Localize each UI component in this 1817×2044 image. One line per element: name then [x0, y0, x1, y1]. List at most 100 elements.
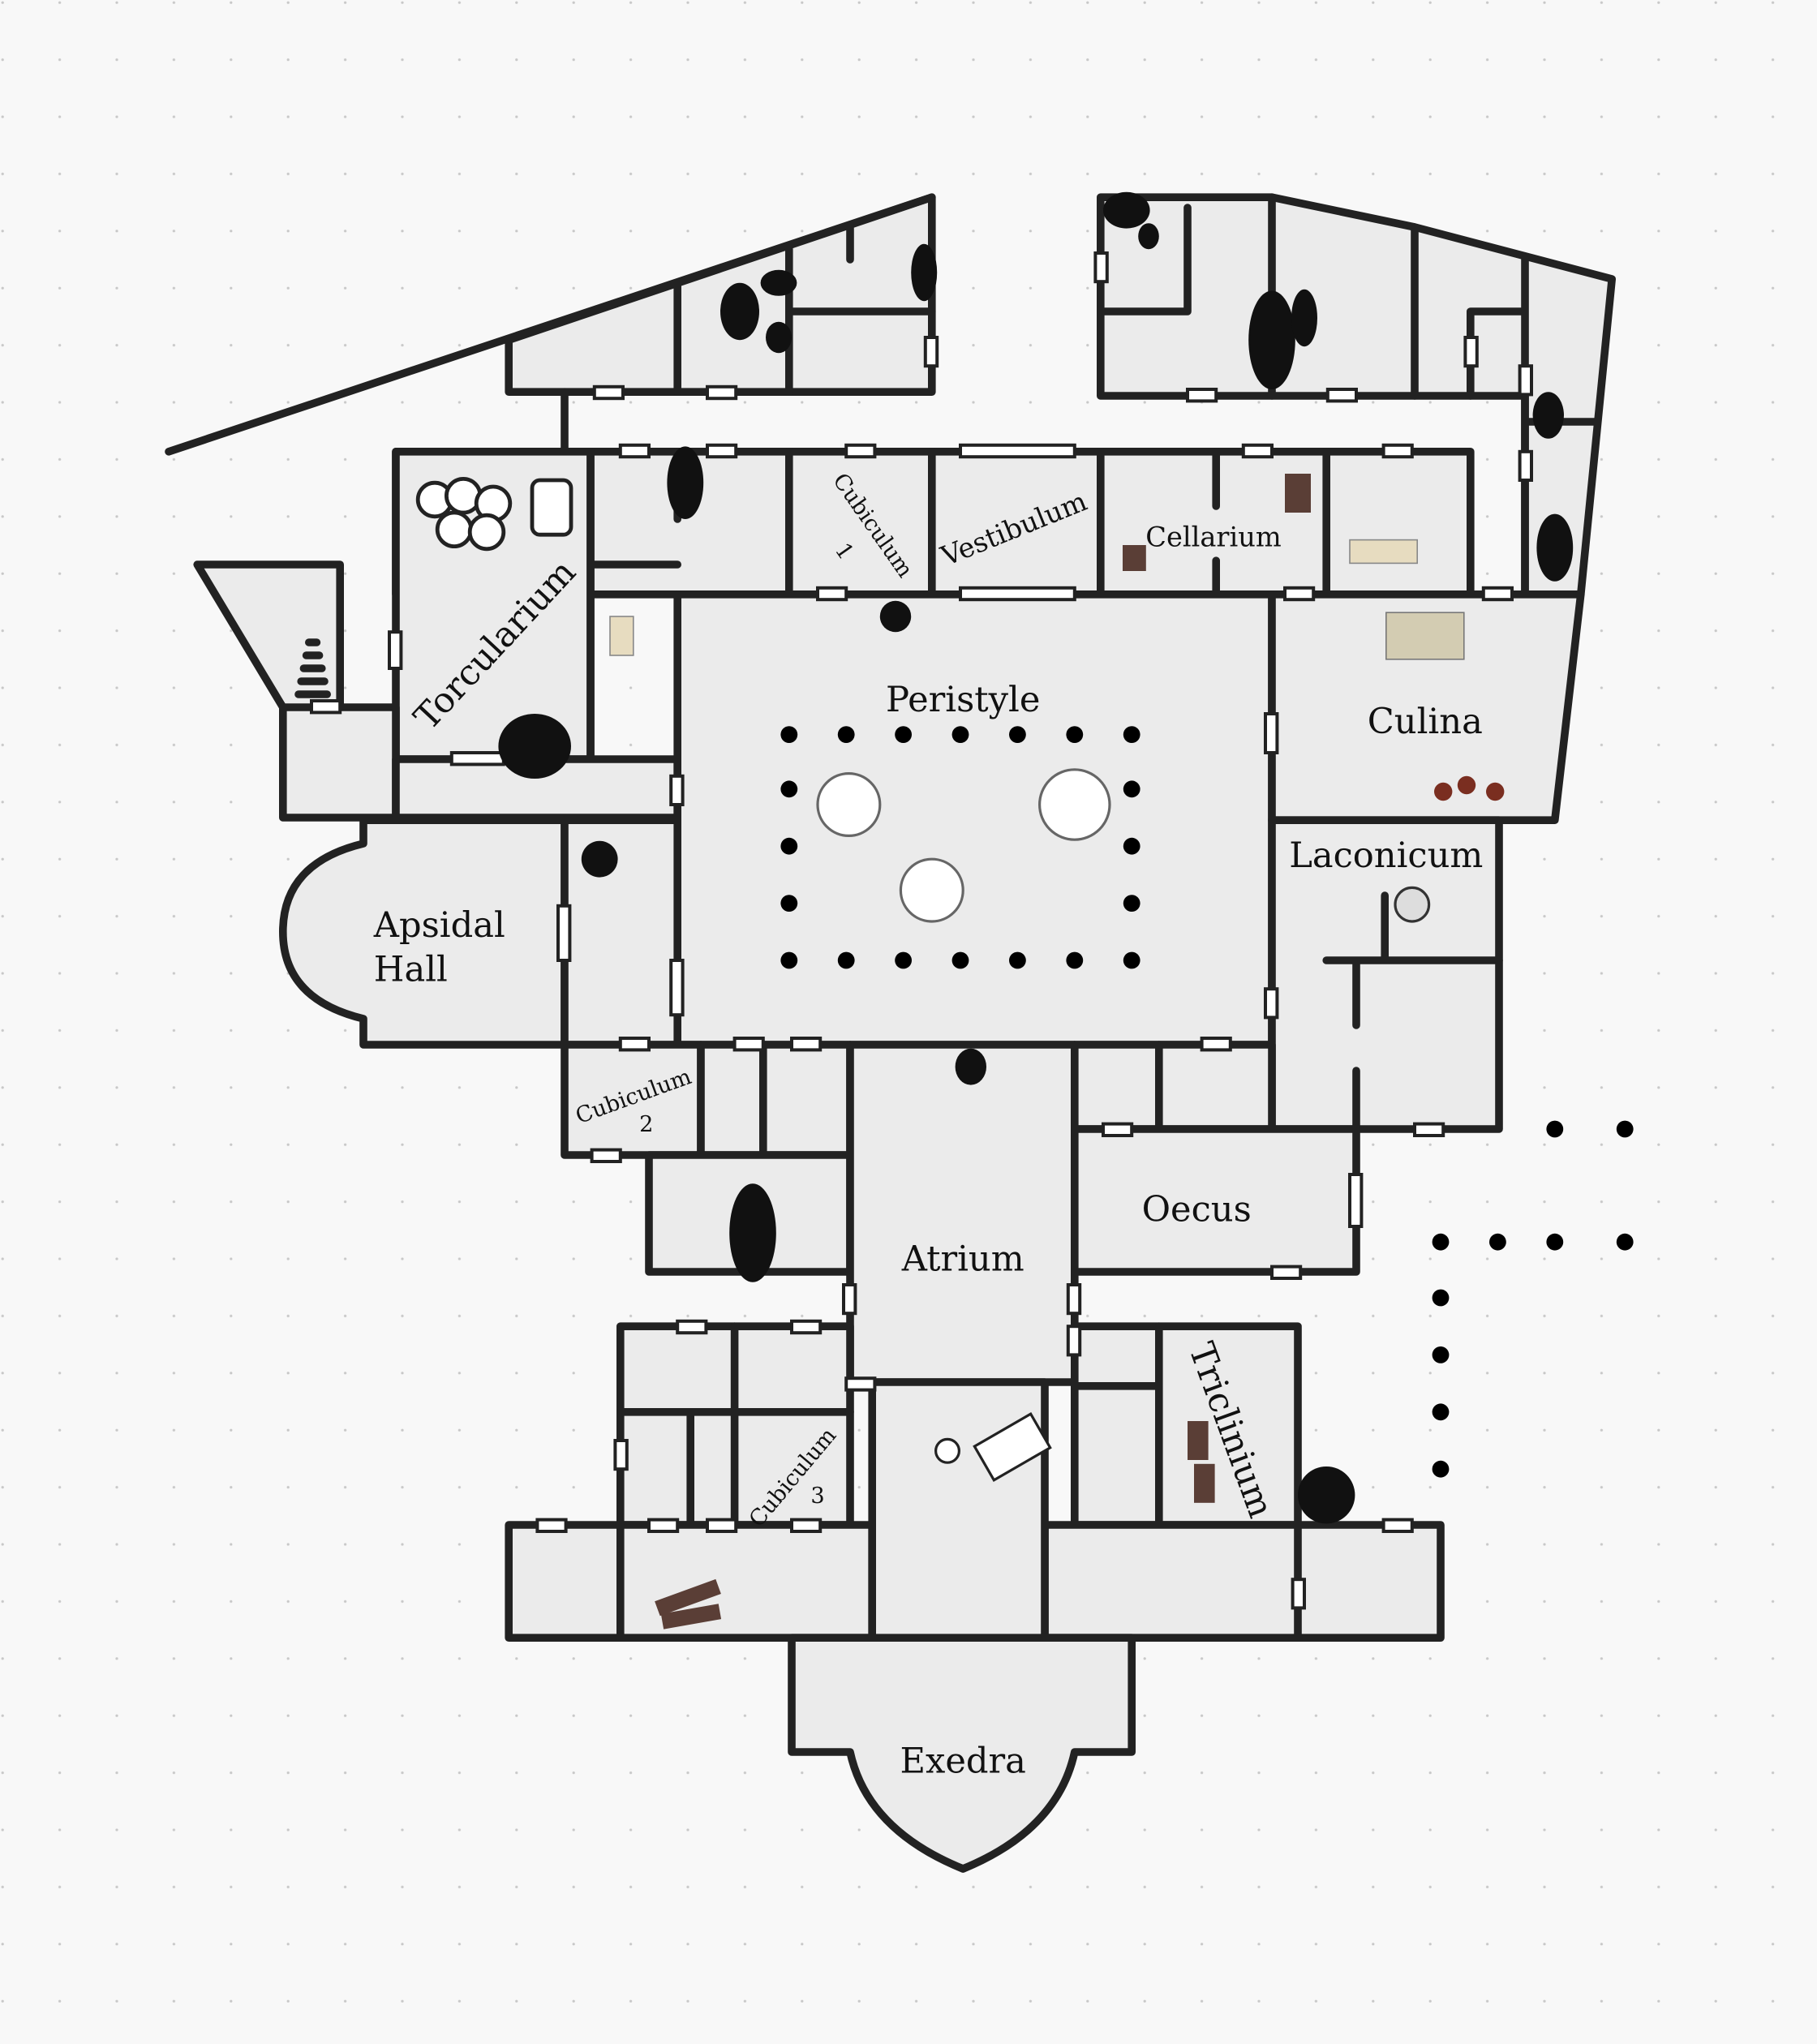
south-east-rooms — [1071, 1041, 1360, 1276]
column-dot — [780, 895, 798, 912]
column-dot — [1546, 1120, 1564, 1138]
door — [959, 586, 1076, 602]
door — [618, 1037, 651, 1052]
door — [790, 1037, 823, 1052]
exedra-room — [788, 1634, 1136, 1873]
door — [449, 751, 505, 766]
bushes-icon — [816, 768, 1111, 923]
door — [732, 1037, 765, 1052]
apsidal-hall-room — [279, 816, 681, 1049]
door — [1325, 388, 1358, 403]
column-dot — [951, 951, 969, 969]
north-west-wing — [165, 193, 936, 456]
table-chairs-icon — [934, 1412, 1052, 1482]
door — [923, 336, 939, 368]
door — [1093, 251, 1109, 284]
rubble-pile — [667, 446, 704, 519]
column-dot — [1066, 951, 1084, 969]
door — [1518, 449, 1534, 482]
barrels-icon — [415, 477, 573, 552]
rubble-pile — [1138, 223, 1159, 250]
label-peristyle: Peristyle — [886, 680, 1040, 720]
rubble-pile — [760, 269, 797, 296]
label-atrium: Atrium — [901, 1239, 1024, 1279]
door — [1200, 1037, 1232, 1052]
door — [790, 1319, 823, 1335]
rubble-pile — [879, 600, 912, 633]
label-apsidal-hall-2: Hall — [374, 950, 448, 990]
door — [590, 1148, 622, 1164]
label-laconicum: Laconicum — [1289, 835, 1483, 876]
column-dot — [1432, 1289, 1450, 1307]
wood-planks-icon — [655, 1421, 1215, 1630]
column-dot — [1009, 951, 1026, 969]
door — [790, 1518, 823, 1534]
door — [1066, 1283, 1082, 1316]
column-dot — [837, 951, 855, 969]
column-dot — [1123, 837, 1140, 855]
rubble-pile — [766, 321, 792, 354]
label-oecus: Oecus — [1142, 1190, 1252, 1230]
door — [1283, 586, 1316, 602]
door — [669, 959, 685, 1017]
stairs-icon — [294, 638, 332, 698]
door — [706, 384, 738, 401]
column-dot — [895, 726, 912, 743]
rubble-pile — [1248, 290, 1295, 389]
well-icon — [1394, 886, 1431, 923]
door — [959, 443, 1076, 459]
column-dot — [1066, 726, 1084, 743]
column-dot — [1009, 726, 1026, 743]
door — [1381, 443, 1414, 459]
column-dot — [780, 726, 798, 743]
door — [1186, 388, 1218, 403]
column-dot — [895, 951, 912, 969]
door — [592, 384, 625, 401]
door — [842, 1283, 857, 1316]
door — [613, 1439, 629, 1471]
door — [1518, 364, 1534, 397]
column-dot — [1546, 1233, 1564, 1251]
laconicum-room — [1268, 816, 1503, 1133]
door — [618, 443, 651, 459]
column-dot — [951, 726, 969, 743]
door — [1264, 712, 1279, 754]
door — [1066, 1325, 1082, 1357]
column-dot — [1432, 1403, 1450, 1421]
crates-icon — [609, 474, 1465, 660]
peristyle-room — [673, 590, 1276, 1049]
door — [1264, 987, 1279, 1020]
door — [676, 1319, 708, 1335]
rubble-pile — [911, 243, 938, 302]
rubble-pile — [720, 282, 759, 341]
label-culina: Culina — [1368, 702, 1483, 742]
rubble-pile — [1536, 513, 1574, 582]
rubble-pile — [955, 1048, 986, 1085]
peristyle-colonnade — [780, 726, 1140, 969]
door — [647, 1518, 680, 1534]
door — [1381, 1518, 1414, 1534]
door — [706, 443, 738, 459]
lower-west-rooms — [505, 1322, 876, 1642]
rubble-pile — [581, 840, 618, 878]
door — [1463, 336, 1479, 368]
label-apsidal-hall: Apsidal — [373, 905, 505, 946]
tomatoes-icon — [1434, 775, 1505, 801]
label-cubiculum-2-num: 2 — [639, 1112, 653, 1137]
column-dot — [1123, 726, 1140, 743]
door — [1102, 1122, 1134, 1138]
column-dot — [1616, 1233, 1634, 1251]
column-dot — [1432, 1346, 1450, 1363]
door — [816, 586, 848, 602]
door — [1348, 1173, 1364, 1228]
door — [1241, 443, 1274, 459]
atrium-room — [846, 1041, 1079, 1386]
column-dot — [1489, 1233, 1506, 1251]
column-dot — [1432, 1460, 1450, 1478]
doors — [310, 251, 1534, 1610]
column-dot — [780, 951, 798, 969]
outer-columns — [1432, 1120, 1634, 1478]
door — [556, 904, 572, 962]
column-dot — [1123, 780, 1140, 798]
